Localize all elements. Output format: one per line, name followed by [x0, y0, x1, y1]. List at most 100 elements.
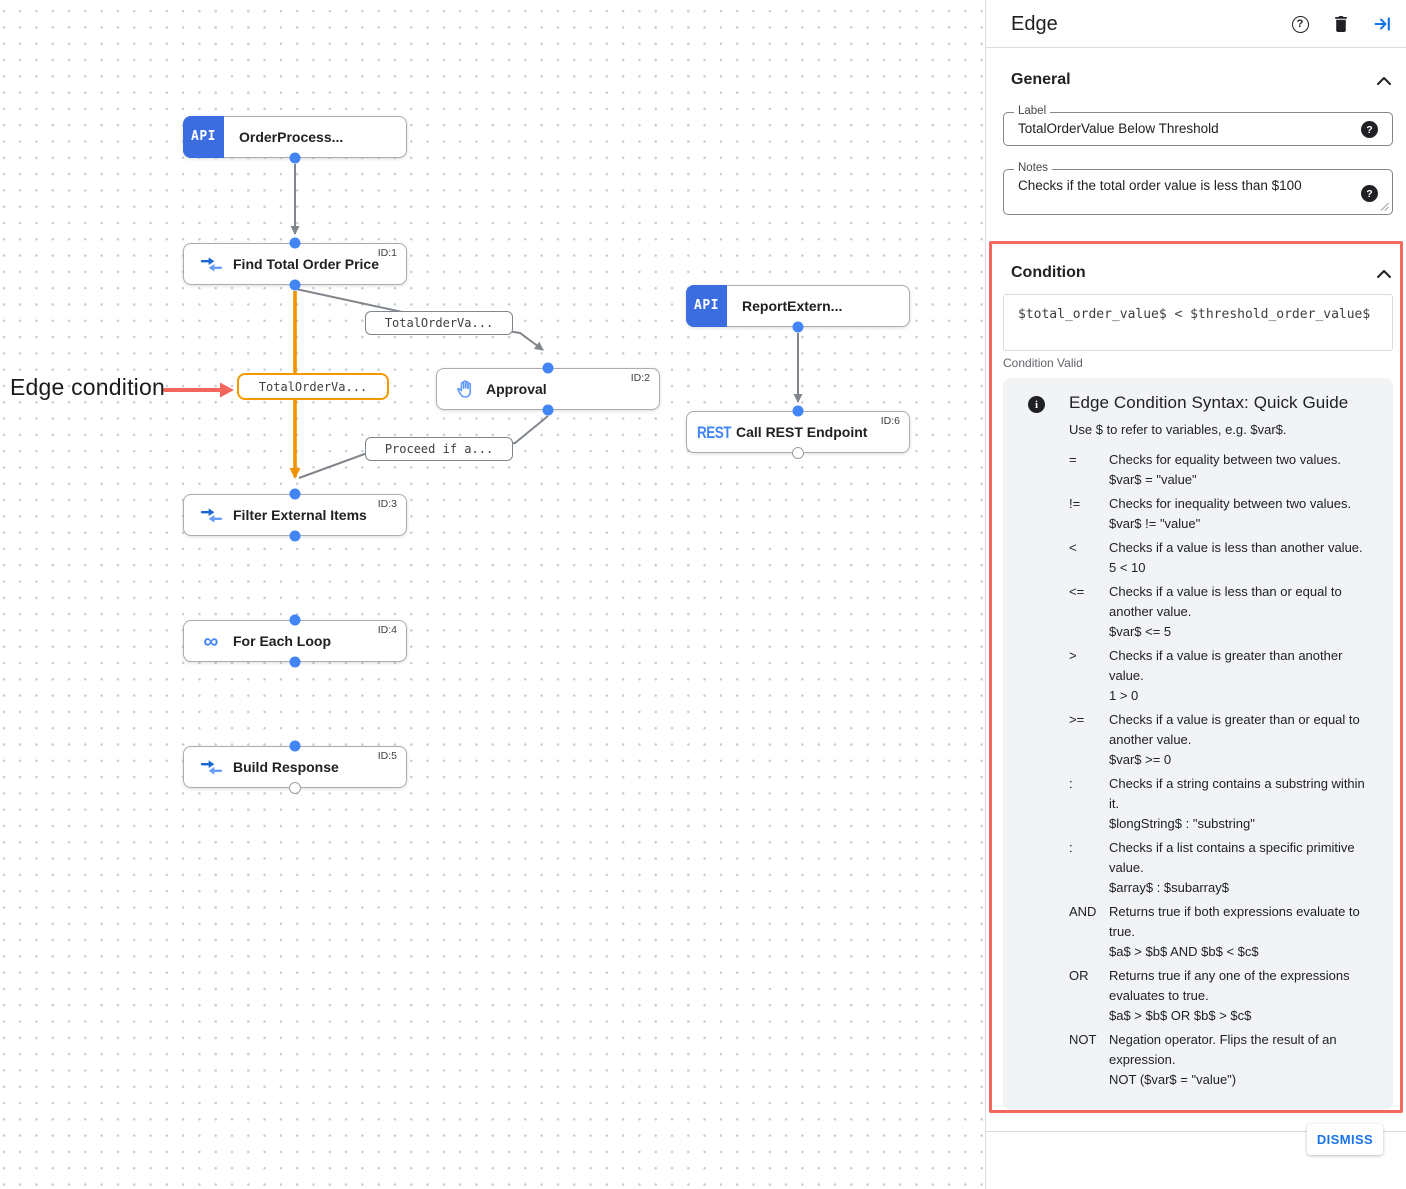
connector-dot[interactable]: [289, 237, 301, 249]
edge-label-totalordervalue-selected[interactable]: TotalOrderVa...: [237, 373, 389, 400]
notes-help-icon[interactable]: ?: [1361, 185, 1378, 202]
node-id-tag: ID:5: [377, 750, 397, 762]
node-id-tag: ID:4: [377, 624, 397, 636]
node-order-process-trigger[interactable]: API OrderProcess...: [183, 115, 407, 158]
guide-operator: <: [1069, 540, 1077, 555]
rest-icon: REST: [697, 422, 732, 442]
flow-canvas[interactable]: API OrderProcess... Find Total Order Pri…: [0, 0, 985, 1189]
node-id-tag: ID:3: [377, 498, 397, 510]
guide-example: $a$ > $b$ AND $b$ < $c$: [1109, 944, 1259, 959]
guide-example: 1 > 0: [1109, 688, 1139, 703]
guide-item: > Checks if a value is greater than anot…: [1069, 646, 1377, 706]
connector-dot[interactable]: [289, 279, 301, 291]
node-label: Filter External Items: [233, 507, 367, 523]
guide-description: Returns true if both expressions evaluat…: [1109, 904, 1360, 939]
node-label: Call REST Endpoint: [736, 424, 868, 440]
guide-example: $var$ >= 0: [1109, 752, 1172, 767]
panel-header: Edge ?: [986, 0, 1406, 48]
condition-expression-box: [1003, 294, 1393, 351]
info-icon: i: [1028, 396, 1045, 413]
connector-dot[interactable]: [289, 530, 301, 542]
node-label: For Each Loop: [233, 633, 331, 649]
node-id-tag: ID:6: [880, 415, 900, 427]
terminal-dot[interactable]: [792, 447, 804, 459]
api-trigger-icon: API: [686, 284, 727, 327]
edge-condition-annotation-arrow: [163, 382, 234, 398]
guide-operator: NOT: [1069, 1032, 1097, 1047]
data-mapping-icon: [198, 507, 224, 524]
guide-operator: OR: [1069, 968, 1089, 983]
dismiss-button[interactable]: DISMISS: [1307, 1124, 1383, 1155]
guide-item: : Checks if a list contains a specific p…: [1069, 838, 1377, 898]
connector-dot[interactable]: [792, 321, 804, 333]
data-mapping-icon: [198, 256, 224, 273]
node-id-tag: ID:2: [630, 372, 650, 384]
connector-dot[interactable]: [289, 656, 301, 668]
guide-item: = Checks for equality between two values…: [1069, 450, 1377, 490]
chevron-up-icon[interactable]: [1376, 269, 1392, 279]
guide-example: $var$ != "value": [1109, 516, 1201, 531]
guide-item: != Checks for inequality between two val…: [1069, 494, 1377, 534]
guide-example: $array$ : $subarray$: [1109, 880, 1229, 895]
label-input[interactable]: [1018, 121, 1338, 136]
connector-dot[interactable]: [289, 488, 301, 500]
connector-dot[interactable]: [289, 152, 301, 164]
condition-section-header: Condition: [1011, 264, 1086, 281]
guide-operator: =: [1069, 452, 1077, 467]
condition-expression-input[interactable]: [1018, 307, 1388, 347]
node-approval[interactable]: Approval ID:2: [436, 368, 660, 410]
data-mapping-icon: [198, 759, 224, 776]
guide-operator: !=: [1069, 496, 1081, 511]
api-trigger-icon: API: [183, 115, 224, 158]
node-label: OrderProcess...: [239, 129, 344, 145]
connector-dot[interactable]: [289, 614, 301, 626]
guide-item: : Checks if a string contains a substrin…: [1069, 774, 1377, 834]
guide-operator: :: [1069, 776, 1073, 791]
connector-dot[interactable]: [792, 405, 804, 417]
edge-label-totalordervalue[interactable]: TotalOrderVa...: [365, 311, 513, 335]
panel-footer-divider: [986, 1131, 1406, 1132]
node-find-total-order-price[interactable]: Find Total Order Price ID:1: [183, 243, 407, 285]
connector-dot[interactable]: [542, 362, 554, 374]
guide-item: AND Returns true if both expressions eva…: [1069, 902, 1377, 962]
node-label: Approval: [486, 381, 547, 397]
guide-operator: >=: [1069, 712, 1085, 727]
chevron-up-icon[interactable]: [1376, 76, 1392, 86]
guide-example: $longString$ : "substring": [1109, 816, 1255, 831]
delete-icon[interactable]: [1331, 14, 1351, 34]
guide-description: Checks for equality between two values.: [1109, 452, 1341, 467]
guide-description: Checks if a string contains a substring …: [1109, 776, 1365, 811]
guide-subtitle: Use $ to refer to variables, e.g. $var$.: [1069, 422, 1287, 437]
approval-hand-icon: [451, 379, 477, 399]
notes-input[interactable]: [1018, 178, 1338, 210]
condition-status: Condition Valid: [1003, 356, 1083, 370]
condition-syntax-guide: i Edge Condition Syntax: Quick Guide Use…: [1003, 378, 1393, 1110]
guide-item: <= Checks if a value is less than or equ…: [1069, 582, 1377, 642]
collapse-panel-icon[interactable]: [1372, 14, 1392, 34]
guide-item: OR Returns true if any one of the expres…: [1069, 966, 1377, 1026]
flow-edges: [163, 164, 803, 479]
guide-example: 5 < 10: [1109, 560, 1146, 575]
node-label: ReportExtern...: [742, 298, 843, 314]
connector-dot[interactable]: [289, 740, 301, 752]
node-call-rest-endpoint[interactable]: REST Call REST Endpoint ID:6: [686, 411, 910, 453]
guide-operator: >: [1069, 648, 1077, 663]
help-icon[interactable]: ?: [1290, 14, 1310, 34]
notes-field-wrapper: Notes ?: [1003, 162, 1393, 215]
label-help-icon[interactable]: ?: [1361, 121, 1378, 138]
node-report-extern-trigger[interactable]: API ReportExtern...: [686, 284, 910, 327]
edge-label-proceed-if[interactable]: Proceed if a...: [365, 437, 513, 461]
guide-description: Checks for inequality between two values…: [1109, 496, 1352, 511]
connector-dot[interactable]: [542, 404, 554, 416]
resize-grip-icon[interactable]: [1380, 202, 1389, 211]
node-for-each-loop[interactable]: ∞ For Each Loop ID:4: [183, 620, 407, 662]
guide-title: Edge Condition Syntax: Quick Guide: [1069, 393, 1349, 412]
terminal-dot[interactable]: [289, 782, 301, 794]
general-section-header: General: [1011, 71, 1071, 88]
guide-example: $var$ = "value": [1109, 472, 1197, 487]
node-id-tag: ID:1: [377, 247, 397, 259]
guide-item: >= Checks if a value is greater than or …: [1069, 710, 1377, 770]
guide-operator: <=: [1069, 584, 1085, 599]
guide-description: Checks if a list contains a specific pri…: [1109, 840, 1355, 875]
guide-description: Checks if a value is greater than anothe…: [1109, 648, 1343, 683]
